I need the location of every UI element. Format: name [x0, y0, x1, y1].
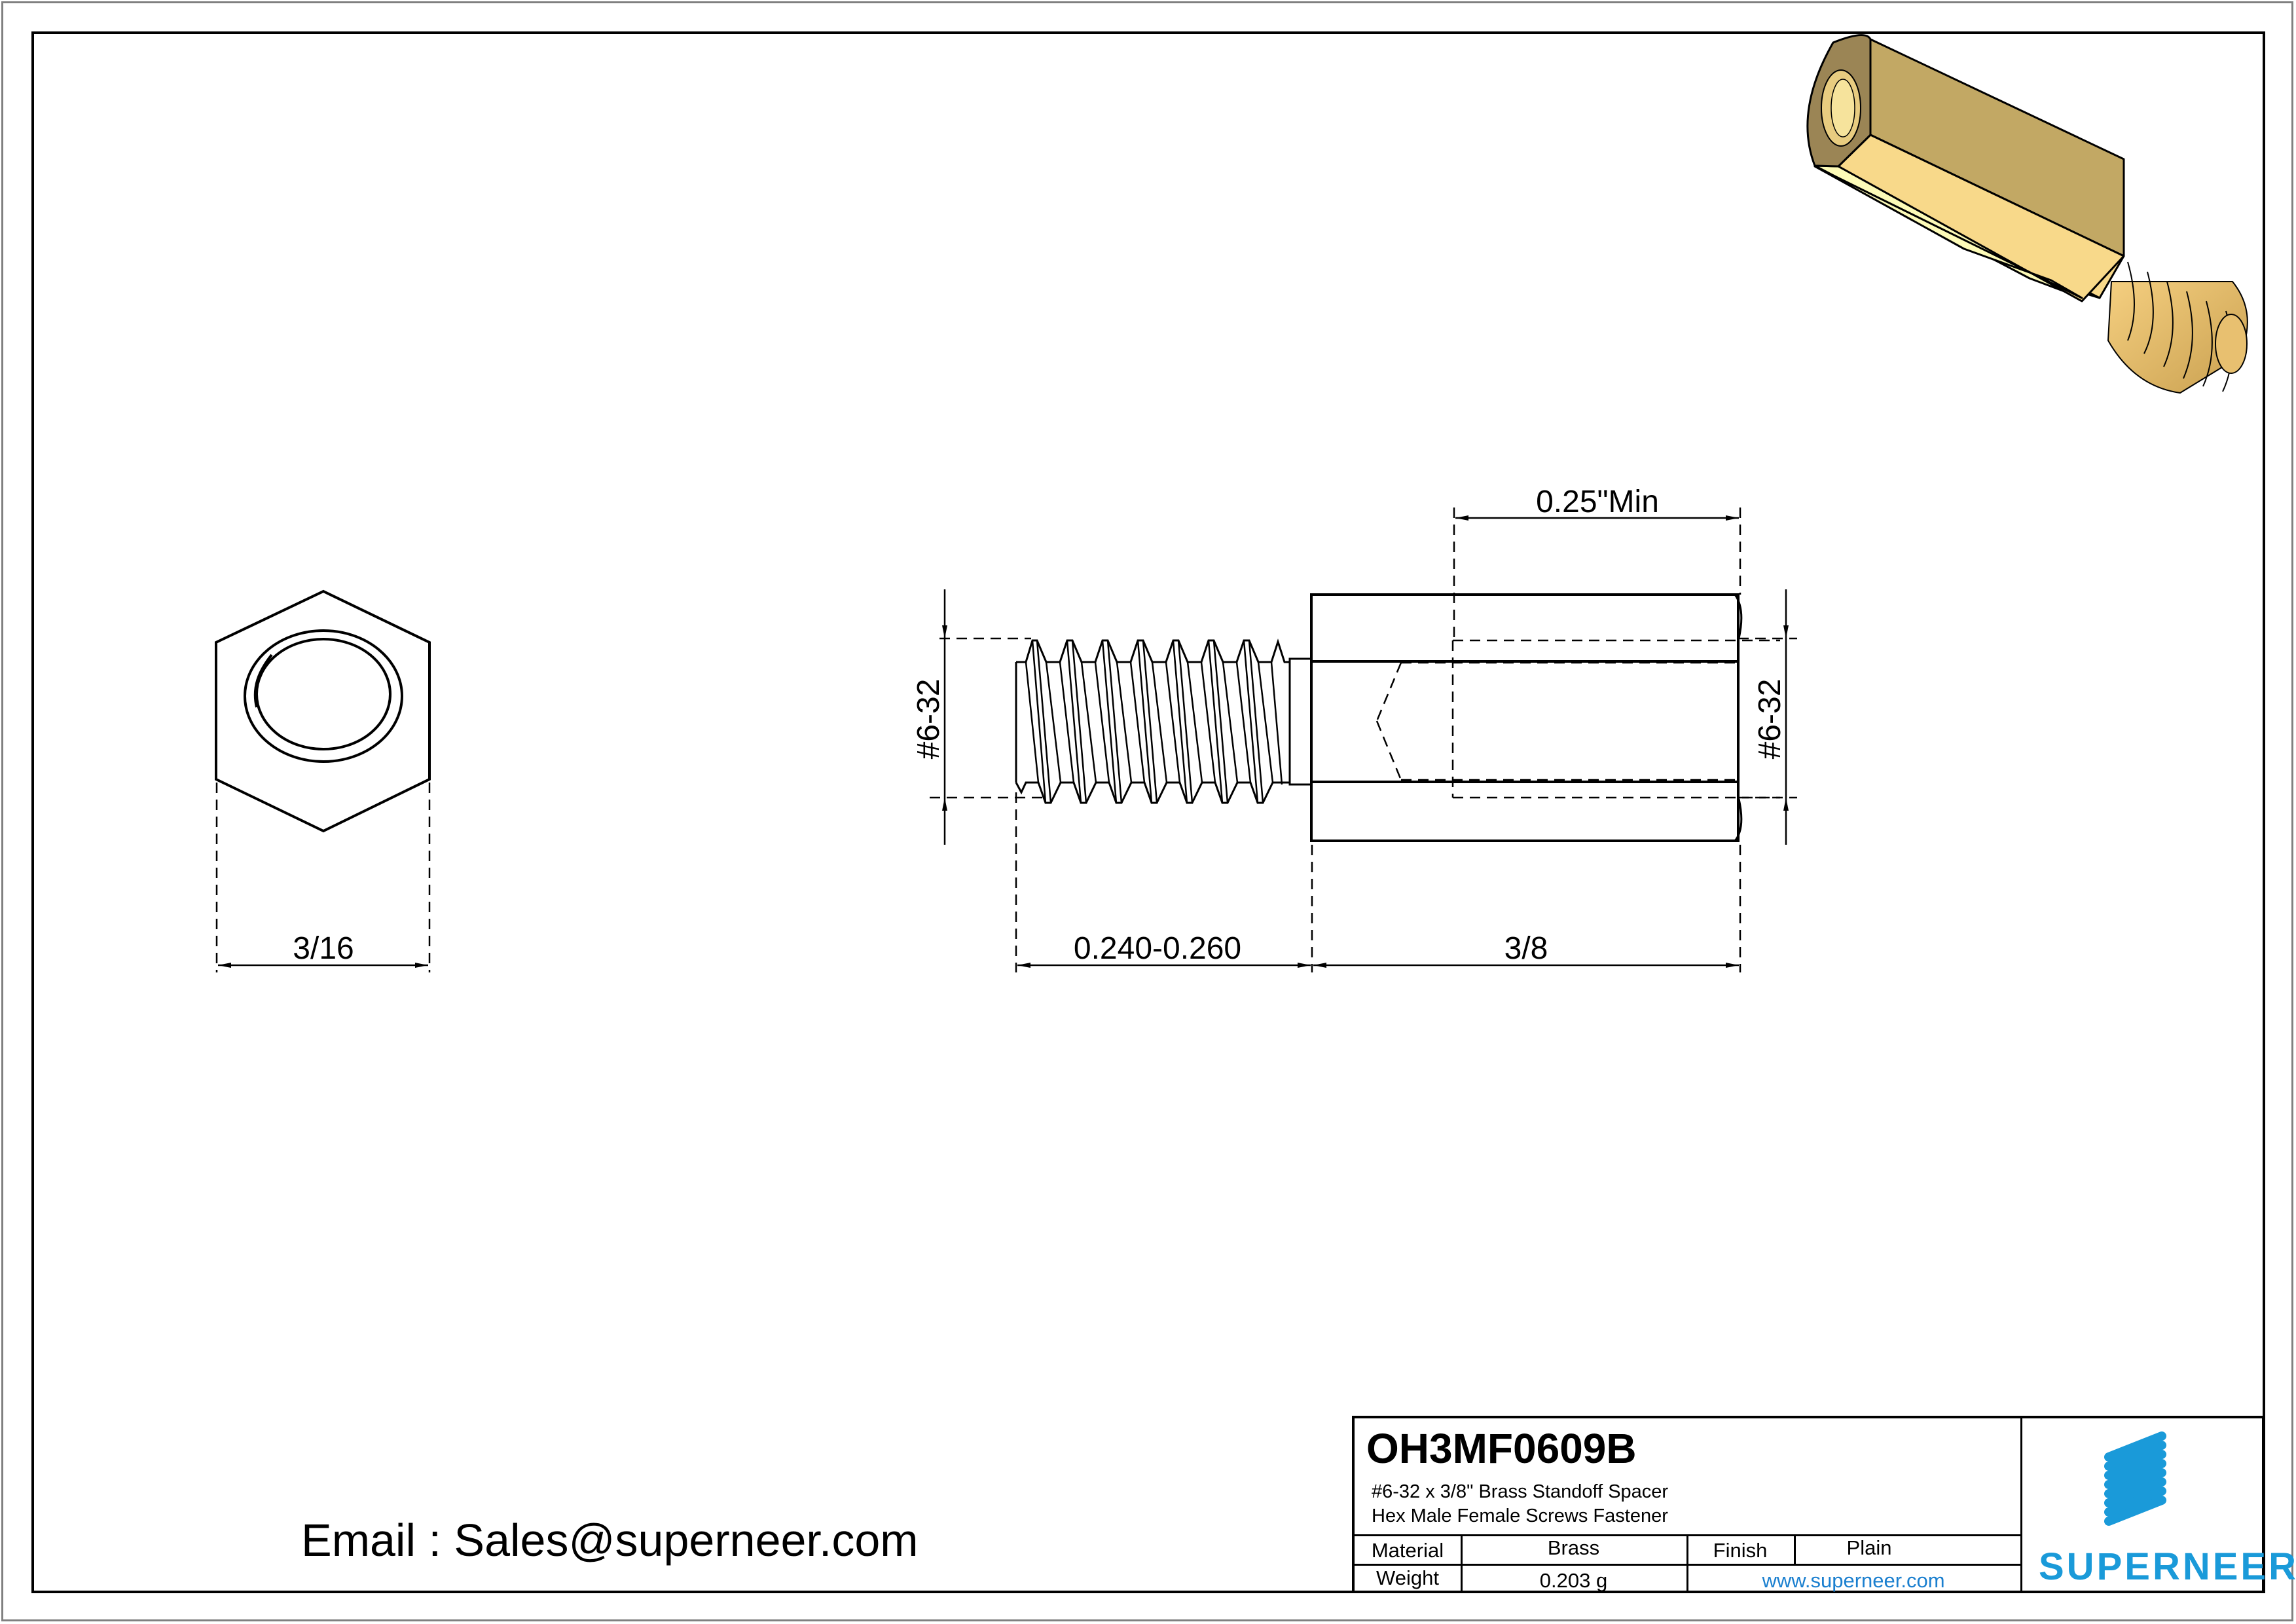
superneer-logo-icon: [2104, 1431, 2166, 1526]
divider: [1461, 1534, 1463, 1593]
divider: [1794, 1534, 1796, 1564]
male-thread-label: #6-32: [911, 679, 946, 760]
part-description-line-1: #6-32 x 3/8" Brass Standoff Spacer: [1372, 1481, 1669, 1502]
drawing-frame: [31, 31, 2265, 1593]
divider: [1686, 1534, 1688, 1593]
body-length-label: 3/8: [1504, 931, 1548, 966]
hex-width-label: 3/16: [293, 931, 354, 966]
male-length-label: 0.240-0.260: [1074, 931, 1241, 966]
title-block: OH3MF0609B #6-32 x 3/8" Brass Standoff S…: [1352, 1416, 2296, 1593]
end-view-width-dimension: [215, 783, 431, 972]
material-label: Material: [1371, 1539, 1444, 1562]
weight-label: Weight: [1376, 1566, 1439, 1589]
weight-value: 0.203 g: [1539, 1569, 1608, 1592]
thread-depth-label: 0.25"Min: [1536, 485, 1659, 519]
thread-start-arc: [253, 654, 273, 708]
end-view-hex: [215, 589, 431, 833]
contact-email: Email : Sales@superneer.com: [301, 1515, 919, 1566]
divider: [2020, 1418, 2022, 1593]
render-thread: [2107, 261, 2248, 394]
website-link[interactable]: www.superneer.com: [1762, 1569, 1945, 1592]
bore-inner-circle: [255, 638, 392, 750]
part-description-line-2: Hex Male Female Screws Fastener: [1372, 1505, 1668, 1526]
side-view: [1015, 593, 1780, 842]
finish-value: Plain: [1846, 1536, 1892, 1559]
finish-label: Finish: [1713, 1539, 1768, 1562]
material-value: Brass: [1547, 1536, 1600, 1559]
internal-thread-hidden-lines: [1376, 639, 1780, 799]
hex-body-outline: [1310, 593, 1740, 842]
hex-outline: [215, 589, 431, 833]
female-thread-label: #6-32: [1753, 679, 1787, 760]
superneer-logo-text: SUPERNEER: [2039, 1545, 2296, 1588]
part-number: OH3MF0609B: [1366, 1425, 1637, 1472]
side-view-dimensions: [930, 507, 1797, 972]
bore-outer-circle: [244, 629, 403, 763]
isometric-render: [1806, 34, 2248, 394]
external-thread: [1015, 638, 1290, 804]
